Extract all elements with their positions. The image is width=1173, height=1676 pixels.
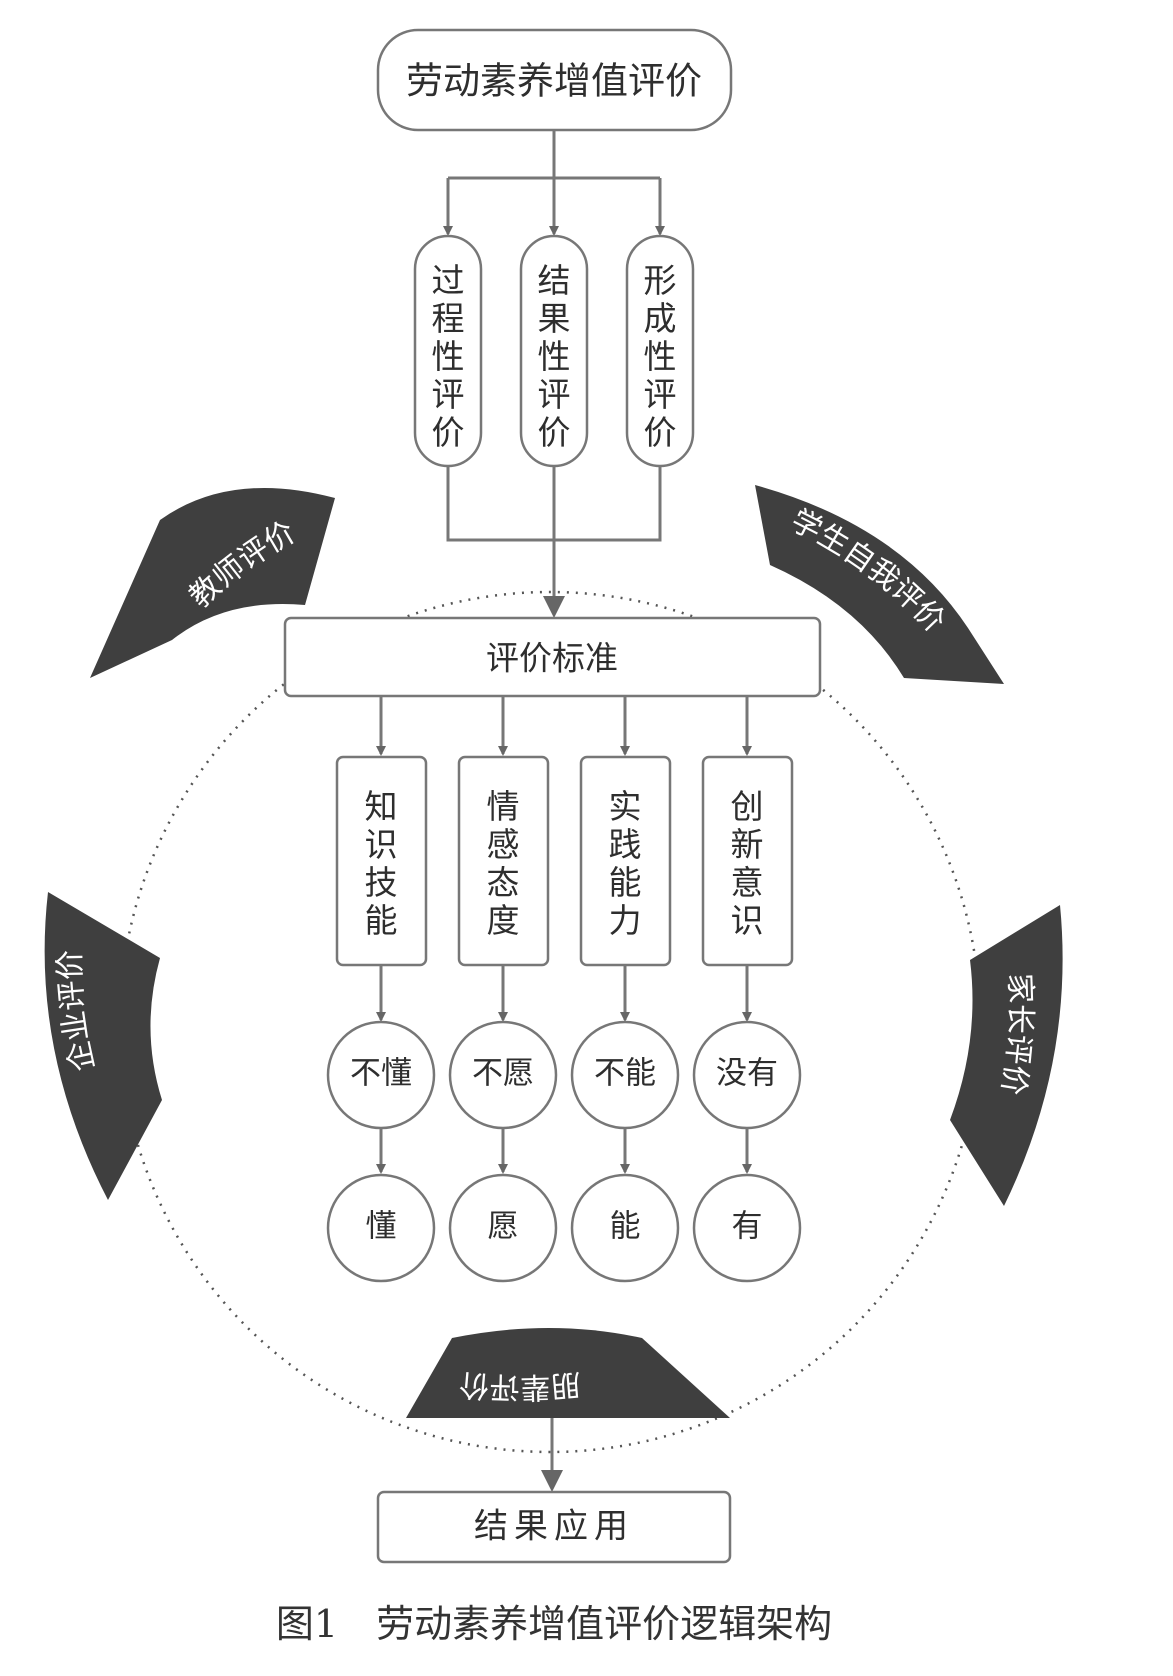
eval-type-formative-label: 形成性评价: [644, 261, 677, 452]
title-connectors: [443, 130, 665, 236]
dimension-practice: 实践能力 不能 能: [570, 696, 680, 1283]
result-node: 结果应用: [376, 1490, 732, 1564]
dimension-attitude-to: 愿: [488, 1209, 519, 1245]
dimension-practice-to: 能: [610, 1209, 641, 1245]
standard-text: 评价标准: [486, 639, 618, 678]
enterprise-evaluation-band: 企业评价: [44, 892, 162, 1200]
dimension-knowledge: 知识技能 不懂 懂: [326, 696, 436, 1283]
dimension-innovation: 创新意识 没有 有: [692, 696, 802, 1283]
peer-evaluation-band: 朋辈评价: [406, 1328, 730, 1418]
figure-caption: 图1 劳动素养增值评价逻辑架构: [276, 1602, 832, 1646]
eval-type-result: 结果性评价: [519, 234, 589, 468]
title-text: 劳动素养增值评价: [406, 60, 702, 103]
result-text: 结果应用: [474, 1507, 634, 1547]
dimension-knowledge-to: 懂: [366, 1209, 397, 1245]
parent-evaluation-band: 家长评价: [950, 905, 1063, 1206]
teacher-evaluation-band: 教师评价: [90, 487, 335, 678]
eval-type-process: 过程性评价: [413, 234, 483, 468]
eval-type-formative: 形成性评价: [625, 234, 695, 468]
standard-connectors: [446, 466, 662, 618]
title-node: 劳动素养增值评价: [376, 28, 733, 132]
dimension-innovation-label: 创新意识: [731, 787, 764, 940]
dimension-knowledge-from: 不懂: [350, 1056, 412, 1092]
dimension-practice-from: 不能: [594, 1056, 656, 1092]
dimension-attitude-from: 不愿: [472, 1056, 534, 1092]
eval-type-process-label: 过程性评价: [432, 261, 465, 452]
dimension-knowledge-label: 知识技能: [365, 787, 398, 940]
dimension-attitude: 情感态度 不愿 愿: [448, 696, 558, 1283]
evaluation-cycle-circle: [118, 590, 982, 1454]
standard-node: 评价标准: [283, 616, 822, 698]
dimension-innovation-from: 没有: [716, 1056, 778, 1092]
dimension-attitude-label: 情感态度: [487, 787, 520, 940]
eval-type-result-label: 结果性评价: [538, 261, 571, 452]
dimension-innovation-to: 有: [732, 1209, 763, 1245]
dimension-practice-label: 实践能力: [609, 787, 642, 940]
